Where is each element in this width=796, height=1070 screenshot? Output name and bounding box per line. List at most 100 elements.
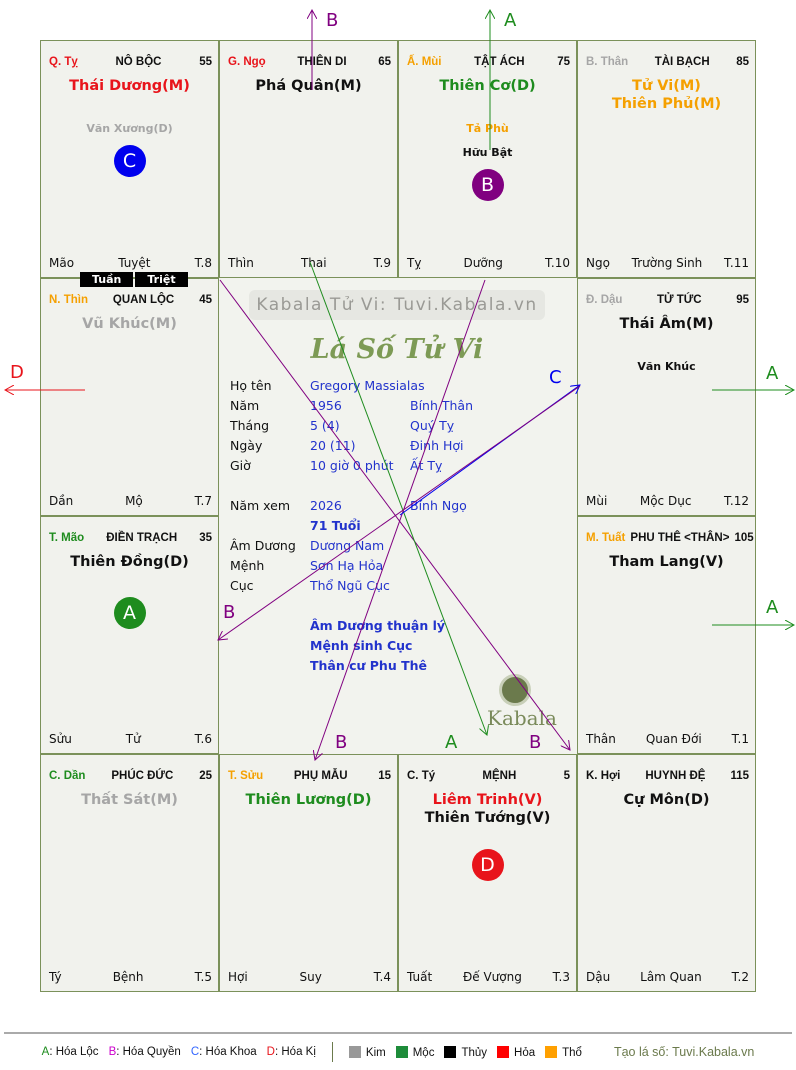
palace-footer: Mão Tuyệt T.8 xyxy=(49,256,212,270)
footer-month: T.1 xyxy=(731,732,749,746)
info-key: Giờ xyxy=(230,458,251,473)
info-row: Tháng 5 (4) Quý Tỵ xyxy=(230,418,570,438)
legend-hoa-ki: D: Hóa Kị xyxy=(266,1046,316,1058)
info-key: Năm xem xyxy=(230,498,291,513)
palace-cell[interactable]: C. Dần PHÚC ĐỨC 25 Thất Sát(M) Tý Bệnh T… xyxy=(40,754,219,992)
palace-footer: Mùi Mộc Dục T.12 xyxy=(586,494,749,508)
footer-branch: Dần xyxy=(49,494,74,508)
footer-branch: Tuất xyxy=(407,970,433,984)
palace-cell[interactable]: T. Sửu PHỤ MẪU 15 Thiên Lương(D) Hợi Suy… xyxy=(219,754,398,992)
palace-header: T. Mão ĐIỀN TRẠCH 35 xyxy=(49,531,212,545)
palace-header: C. Dần PHÚC ĐỨC 25 xyxy=(49,769,212,783)
footer-month: T.5 xyxy=(194,970,212,984)
main-stars: Phá Quân(M) xyxy=(220,77,397,95)
footer-month: T.2 xyxy=(731,970,749,984)
palace-footer: Tý Bệnh T.5 xyxy=(49,970,212,984)
watermark: Kabala Tử Vi: Tuvi.Kabala.vn xyxy=(249,290,545,320)
can-chi: N. Thìn xyxy=(49,294,88,306)
palace-header: B. Thân TÀI BẠCH 85 xyxy=(586,55,749,69)
note-text: Mệnh sinh Cục xyxy=(310,638,413,653)
palace-cell[interactable]: K. Hợi HUYNH ĐỆ 115 Cự Môn(D) Dậu Lâm Qu… xyxy=(577,754,756,992)
kabala-tree-logo-icon xyxy=(499,674,531,706)
palace-footer: Tuất Đế Vượng T.3 xyxy=(407,970,570,984)
palace-name: TẬT ÁCH xyxy=(474,56,525,68)
label-top-a: A xyxy=(504,10,517,31)
can-chi: G. Ngọ xyxy=(228,56,266,68)
can-chi: C. Tý xyxy=(407,770,436,782)
palace-age: 65 xyxy=(378,56,391,68)
palace-header: M. Tuất PHU THÊ <THÂN> 105 xyxy=(586,531,754,545)
can-chi: Đ. Dậu xyxy=(586,294,623,306)
palace-footer: Hợi Suy T.4 xyxy=(228,970,391,984)
element-legend-item: Mộc xyxy=(395,1045,434,1059)
element-legend-item: Kim xyxy=(348,1045,386,1059)
legend-hoa-quyen: B: Hóa Quyền xyxy=(108,1046,181,1058)
legend-divider xyxy=(331,1042,333,1062)
label-bottom-a: A xyxy=(445,732,458,753)
tuan-tag: Tuần xyxy=(80,272,134,287)
palace-cell[interactable]: M. Tuất PHU THÊ <THÂN> 105 Tham Lang(V) … xyxy=(577,516,756,754)
info-key: Năm xyxy=(230,398,260,413)
palace-cell[interactable]: N. Thìn QUAN LỘC 45 Vũ Khúc(M) Dần Mộ T.… xyxy=(40,278,219,516)
info-value: 2026 xyxy=(310,498,342,513)
info-value: 71 Tuổi xyxy=(310,518,361,533)
main-star: Thái Dương(M) xyxy=(69,78,190,94)
palace-age: 5 xyxy=(563,770,570,782)
palace-cell[interactable]: B. Thân TÀI BẠCH 85 Tử Vi(M)Thiên Phủ(M)… xyxy=(577,40,756,278)
footer-stage: Đế Vượng xyxy=(462,970,522,984)
main-stars: Thiên Lương(D) xyxy=(220,791,397,809)
footer-month: T.3 xyxy=(552,970,570,984)
info-extra: Ất Tỵ xyxy=(410,458,443,473)
palace-footer: Ngọ Trường Sinh T.11 xyxy=(586,256,749,270)
footer-month: T.9 xyxy=(373,256,391,270)
palace-name: QUAN LỘC xyxy=(112,294,175,306)
palace-cell[interactable]: T. Mão ĐIỀN TRẠCH 35 Thiên Đồng(D)A Sửu … xyxy=(40,516,219,754)
footer-branch: Mão xyxy=(49,256,75,270)
palace-age: 15 xyxy=(378,770,391,782)
palace-name: TÀI BẠCH xyxy=(654,56,710,68)
info-value: Sơn Hạ Hỏa xyxy=(310,558,384,573)
info-value: Thổ Ngũ Cục xyxy=(310,578,390,593)
label-left-d: D xyxy=(10,362,24,383)
main-stars: Tử Vi(M)Thiên Phủ(M) xyxy=(578,77,755,113)
palace-cell[interactable]: Q. Tỵ NÔ BỘC 55 Thái Dương(M)Văn Xương(D… xyxy=(40,40,219,278)
footer-stage: Lâm Quan xyxy=(640,970,702,984)
main-stars: Thái Âm(M) xyxy=(578,315,755,333)
info-extra: Đinh Hợi xyxy=(410,438,464,453)
info-value: Dương Nam xyxy=(310,538,385,553)
element-legend-item: Thổ xyxy=(545,1045,582,1059)
label-bottom-b2: B xyxy=(529,732,542,753)
palace-cell[interactable]: G. Ngọ THIÊN DI 65 Phá Quân(M) Thìn Thai… xyxy=(219,40,398,278)
main-stars: Cự Môn(D) xyxy=(578,791,755,809)
can-chi: M. Tuất xyxy=(586,532,626,544)
minor-star: Hữu Bật xyxy=(462,146,513,159)
can-chi: C. Dần xyxy=(49,770,86,782)
color-swatch-icon xyxy=(545,1045,558,1058)
palace-cell[interactable]: C. Tý MỆNH 5 Liêm Trinh(V)Thiên Tướng(V)… xyxy=(398,754,577,992)
main-stars: Vũ Khúc(M) xyxy=(41,315,218,333)
hoa-badge: C xyxy=(113,145,146,177)
footer-branch: Tỵ xyxy=(407,256,422,270)
info-key: Tháng xyxy=(230,418,270,433)
minor-star: Tả Phù xyxy=(466,122,509,135)
info-key: Cục xyxy=(230,578,254,593)
palace-footer: Tỵ Dưỡng T.10 xyxy=(407,256,570,270)
tuan-triet-tags: Tuần Triệt xyxy=(80,272,188,287)
palace-header: T. Sửu PHỤ MẪU 15 xyxy=(228,769,391,783)
palace-age: 55 xyxy=(199,56,212,68)
palace-footer: Dần Mộ T.7 xyxy=(49,494,212,508)
can-chi: Ấ. Mùi xyxy=(407,56,442,68)
footer-month: T.10 xyxy=(544,256,570,270)
credit-link[interactable]: Tạo lá số: Tuvi.Kabala.vn xyxy=(613,1045,755,1059)
palace-footer: Sửu Tử T.6 xyxy=(49,732,212,746)
element-legend-item: Hỏa xyxy=(497,1045,535,1059)
hoa-badge: A xyxy=(113,597,146,629)
label-right-a2: A xyxy=(766,597,779,618)
palace-name: MỆNH xyxy=(482,770,517,782)
footer-month: T.11 xyxy=(724,256,749,270)
palace-cell[interactable]: Đ. Dậu TỬ TỨC 95 Thái Âm(M)Văn Khúc Mùi … xyxy=(577,278,756,516)
